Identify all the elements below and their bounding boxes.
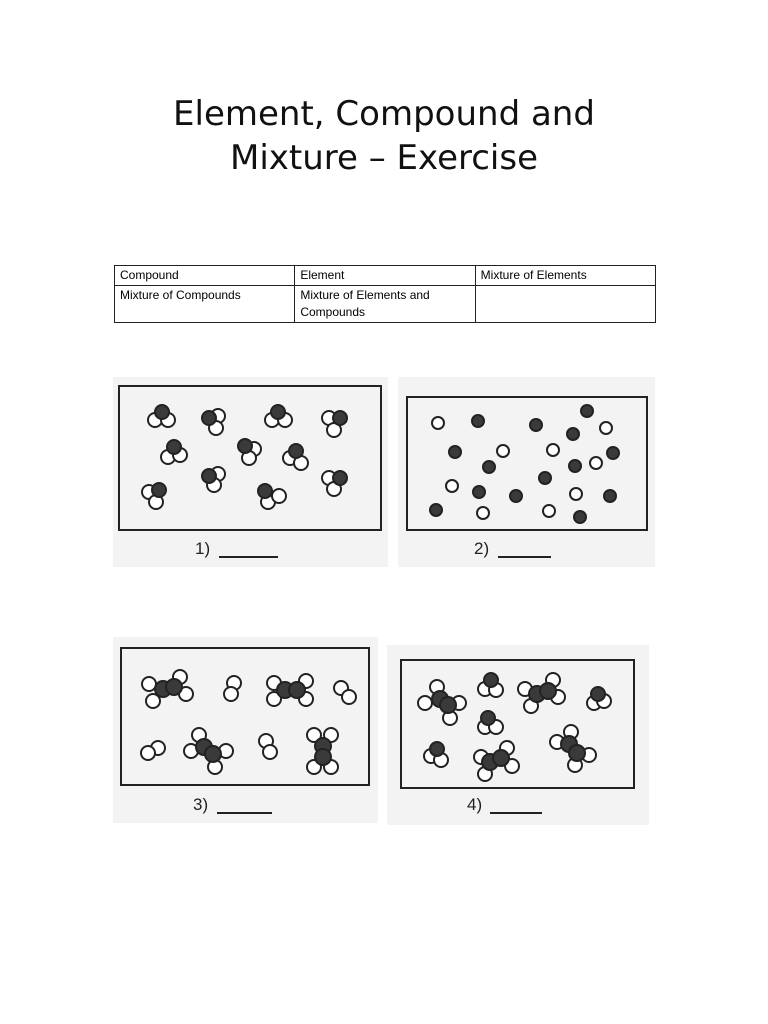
table-cell: Element — [294, 265, 476, 286]
title-line-2: Mixture – Exercise — [229, 138, 539, 178]
diagram-2-label: 2) — [474, 539, 489, 558]
diagram-3-svg: 3) — [120, 647, 370, 814]
mixed-molecules — [417, 672, 612, 782]
mixed-molecules — [140, 669, 357, 775]
table-cell: Mixture of Elements and Compounds — [294, 285, 476, 323]
diagram-3: 3) — [113, 637, 378, 823]
table-cell — [474, 285, 657, 323]
title-line-1: Element, Compound and — [173, 94, 595, 134]
table-cell: Mixture of Elements — [474, 265, 657, 286]
diagram-2: 2) — [398, 377, 655, 567]
diagram-1: 1) — [113, 377, 388, 567]
diagram-2-svg: 2) — [406, 396, 648, 558]
answer-key-table: Compound Element Mixture of Elements Mix… — [113, 265, 657, 323]
table-row: Compound Element Mixture of Elements — [113, 265, 657, 286]
table-row: Mixture of Compounds Mixture of Elements… — [113, 285, 657, 323]
page-title: Element, Compound and Mixture – Exercise — [0, 92, 768, 180]
diagram-4: 4) — [387, 645, 649, 825]
element-atoms — [429, 404, 620, 524]
table-cell: Mixture of Compounds — [113, 285, 296, 323]
diagram-1-label: 1) — [195, 539, 210, 558]
diagram-4-svg: 4) — [400, 659, 635, 814]
diagram-4-label: 4) — [467, 795, 482, 814]
table-cell: Compound — [113, 265, 296, 286]
diagram-3-label: 3) — [193, 795, 208, 814]
diagram-1-svg: 1) — [118, 385, 382, 558]
compound-molecules — [141, 404, 348, 510]
